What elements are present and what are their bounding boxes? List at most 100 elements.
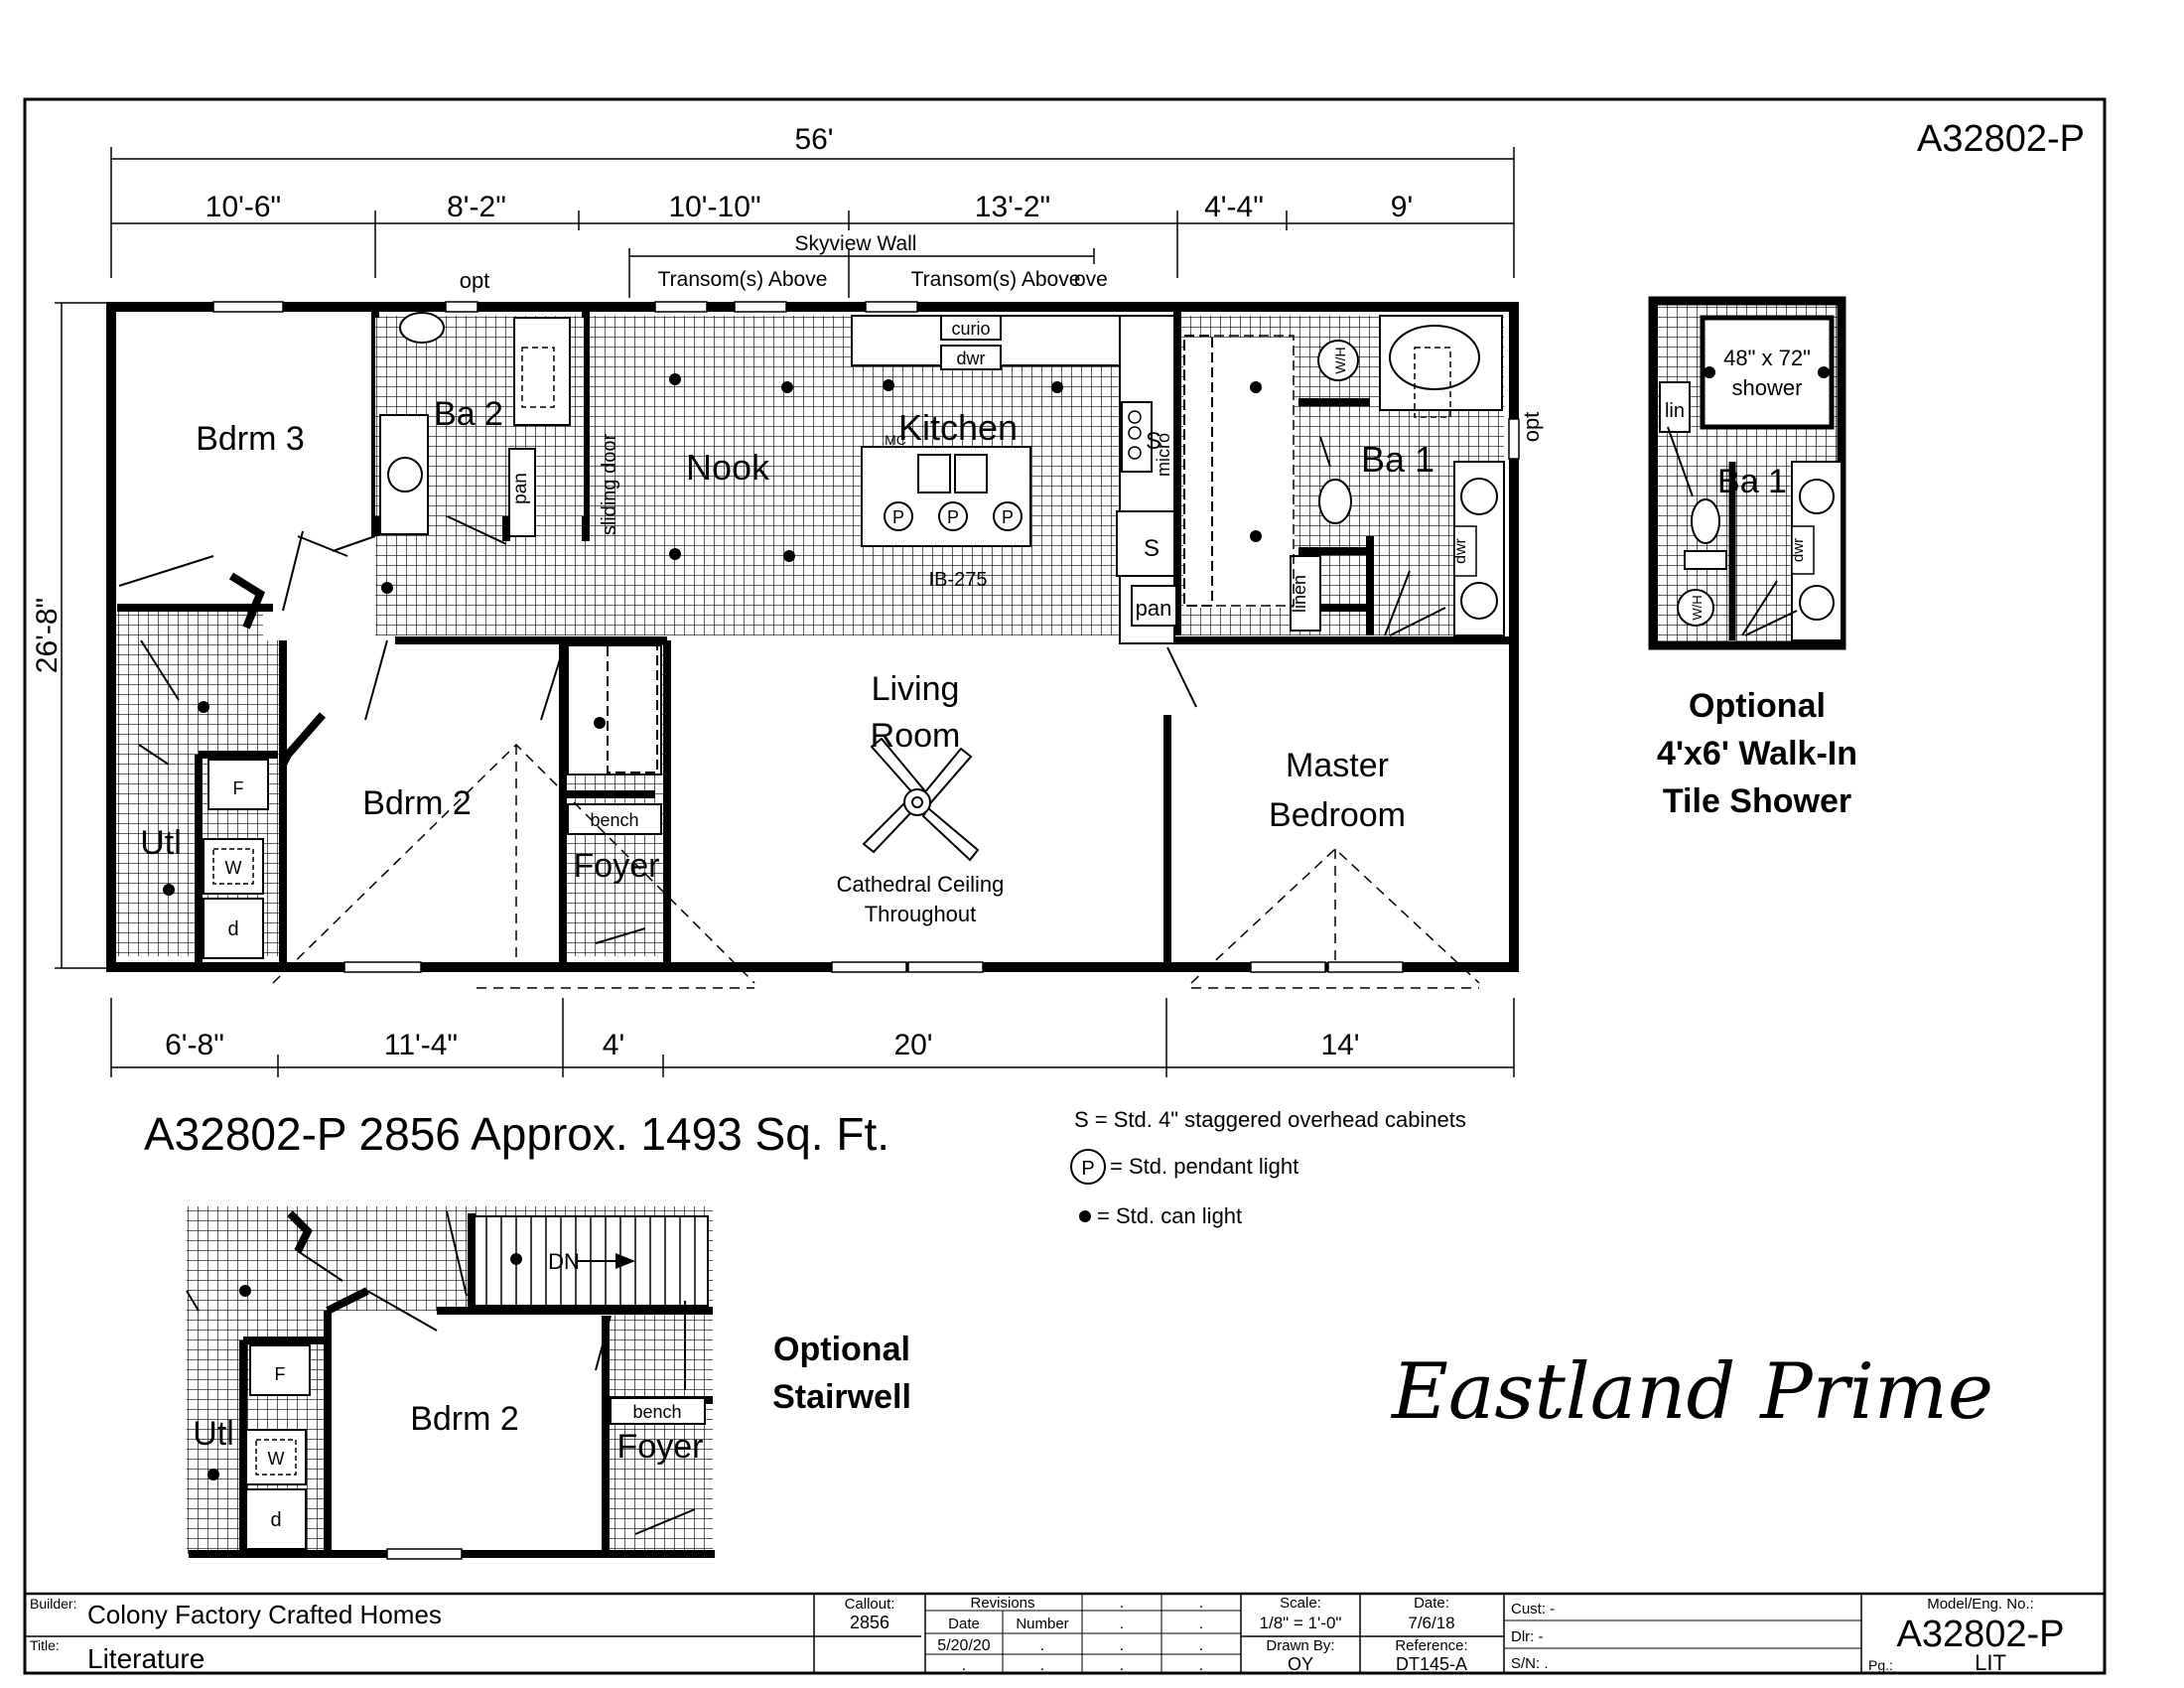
cathedral-label-1: Cathedral Ceiling — [837, 872, 1005, 897]
dwr-label-optional: dwr — [1790, 538, 1807, 562]
sheet-border — [23, 97, 2107, 1675]
legend-p: = Std. pendant light — [1110, 1154, 1298, 1179]
optional-shower-title-3: Tile Shower — [1663, 782, 1851, 820]
can-lights — [163, 373, 1262, 896]
dim-bottom-2: 11'-4" — [384, 1029, 458, 1061]
dim-overall-width: 56' — [794, 123, 833, 156]
pan-label-ba2: pan — [510, 473, 531, 504]
legend-p-symbol: P — [1081, 1158, 1094, 1180]
dim-depth: 26'-8" — [31, 598, 64, 673]
opt-label-top: opt — [460, 268, 490, 293]
dim-bottom-5: 14' — [1320, 1029, 1359, 1061]
dim-top-6: 9' — [1391, 191, 1413, 223]
room-master-1: Master — [1286, 747, 1389, 784]
tb-dot-10: . — [1120, 1657, 1124, 1674]
tb-title: Literature — [87, 1643, 205, 1674]
toilet-ba1 — [1318, 479, 1352, 524]
tb-sn: S/N: . — [1511, 1655, 1549, 1672]
wh-label-optional: W/H — [1690, 595, 1705, 620]
room-bdrm3: Bdrm 3 — [196, 420, 305, 458]
tb-revisions-label: Revisions — [970, 1595, 1034, 1612]
legend-s: S = Std. 4" staggered overhead cabinets — [1074, 1107, 1466, 1132]
tb-callout-label: Callout: — [845, 1596, 895, 1613]
tb-cust: Cust: - — [1511, 1601, 1555, 1618]
dryer-label: d — [227, 918, 238, 940]
tb-title-label: Title: — [30, 1637, 60, 1653]
legend-dot: = Std. can light — [1097, 1203, 1242, 1228]
tb-dot-1: . — [1120, 1595, 1124, 1612]
title-block — [25, 1592, 2105, 1673]
tb-scale: 1/8" = 1'-0" — [1260, 1614, 1342, 1632]
dim-top-2: 8'-2" — [447, 191, 506, 223]
tb-dot-4: . — [1199, 1616, 1203, 1632]
ceiling-fan-icon — [862, 737, 980, 862]
linen-label: linen — [1290, 575, 1309, 613]
kitchen-s-label-2: S — [1144, 535, 1160, 562]
dn-label: DN — [548, 1249, 580, 1274]
transom-label-2-suffix: ove — [1074, 268, 1108, 291]
stair-washer-label: W — [268, 1449, 285, 1469]
toilet-ba2 — [399, 312, 445, 344]
pendant-p-2: P — [947, 507, 959, 527]
optional-shower-plan: lin W/H dwr 48" x 72" shower Ba 1 Option… — [1648, 296, 1857, 820]
model-code-top: A32802-P — [1917, 118, 2085, 160]
tb-dot-3: . — [1120, 1616, 1124, 1632]
door-swings — [118, 436, 1446, 944]
can-light-legend-icon — [1079, 1210, 1091, 1222]
optional-stairwell-title-1: Optional — [773, 1331, 910, 1368]
pendant-p-3: P — [1002, 507, 1014, 527]
pendant-lights — [884, 501, 1023, 531]
dim-top-3: 10'-10" — [668, 191, 760, 223]
optional-stairwell-title-2: Stairwell — [772, 1378, 911, 1416]
bench-label: bench — [590, 810, 638, 830]
tb-pg: LIT — [1975, 1650, 2006, 1675]
dim-top-4: 13'-2" — [975, 191, 1050, 223]
dimension-lines — [55, 147, 1515, 1077]
tb-builder: Colony Factory Crafted Homes — [87, 1600, 442, 1629]
transom-label-1: Transom(s) Above — [658, 268, 828, 291]
stair-room-utl: Utl — [193, 1415, 234, 1453]
tb-dot-7: . — [1199, 1637, 1203, 1654]
room-living-2: Room — [871, 717, 961, 755]
pan-label-kitchen: pan — [1136, 596, 1172, 621]
skyview-wall-label: Skyview Wall — [795, 232, 917, 255]
summary-label: A32802-P 2856 Approx. 1493 Sq. Ft. — [144, 1108, 889, 1160]
pendant-light-legend-icon — [1070, 1149, 1106, 1185]
water-heater-label: W/H — [1332, 347, 1348, 373]
cathedral-label-2: Throughout — [865, 902, 977, 926]
curio-label: curio — [951, 319, 990, 339]
dim-bottom-4: 20' — [893, 1029, 932, 1061]
tb-dot-5: . — [1040, 1637, 1044, 1654]
tb-dlr: Dlr: - — [1511, 1628, 1544, 1645]
tb-callout: 2856 — [850, 1613, 889, 1632]
washer-label: W — [225, 858, 242, 878]
tb-dot-2: . — [1199, 1595, 1203, 1612]
dwr-label-ba1: dwr — [1452, 537, 1469, 563]
dim-top-5: 4'-4" — [1204, 191, 1264, 223]
tb-scale-label: Scale: — [1280, 1595, 1321, 1612]
tb-dot-9: . — [1040, 1657, 1044, 1674]
kitchen-s-label-1: S — [1146, 428, 1161, 455]
tb-drawn-label: Drawn By: — [1266, 1637, 1334, 1654]
ceiling-lines — [272, 743, 1480, 989]
windows — [212, 301, 1520, 973]
tb-ref: DT145-A — [1396, 1654, 1467, 1674]
stair-furnace-label: F — [275, 1364, 286, 1384]
tb-dot-8: . — [962, 1657, 966, 1674]
room-ba2: Ba 2 — [434, 395, 503, 433]
tb-model: A32802-P — [1896, 1614, 2064, 1655]
room-nook: Nook — [686, 447, 770, 488]
room-foyer: Foyer — [574, 847, 660, 885]
tb-dot-11: . — [1199, 1657, 1203, 1674]
room-utl: Utl — [140, 824, 182, 862]
room-ba1: Ba 1 — [1361, 439, 1434, 480]
optional-stairwell-plan: DN bench F W d Bdrm 2 — [186, 1206, 911, 1560]
walk-in-shower — [1700, 315, 1835, 430]
opt-label-right: opt — [1519, 412, 1544, 443]
tb-date-label: Date: — [1414, 1595, 1449, 1612]
stair-bench-label: bench — [632, 1402, 681, 1422]
brand-name: Eastland Prime — [1390, 1347, 1993, 1437]
room-kitchen: Kitchen — [898, 407, 1018, 448]
room-bdrm2: Bdrm 2 — [362, 784, 472, 822]
